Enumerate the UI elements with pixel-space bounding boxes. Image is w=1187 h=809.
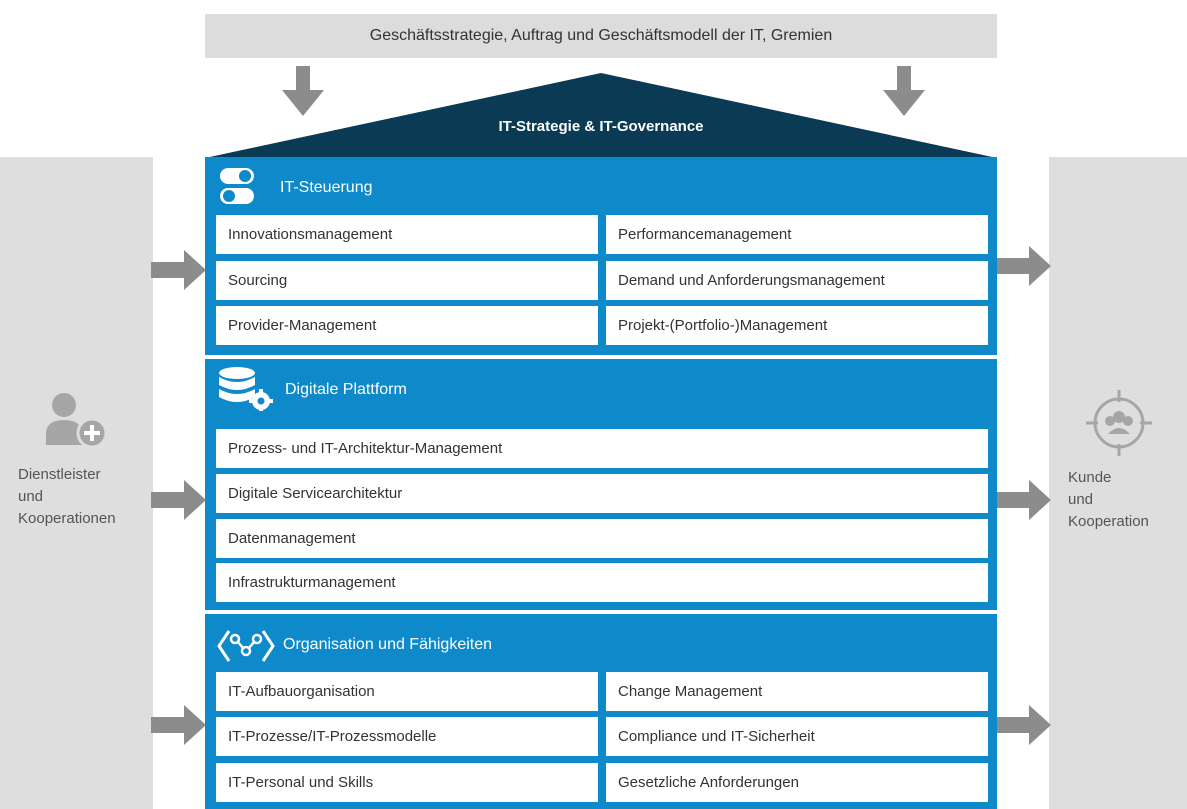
person-add-icon: [46, 393, 108, 449]
business-strategy-label: Geschäftsstrategie, Auftrag und Geschäft…: [369, 27, 833, 44]
list-item: Digitale Servicearchitektur: [216, 474, 988, 513]
list-item: IT-Aufbauorganisation: [216, 672, 598, 711]
list-item: Provider-Management: [216, 306, 598, 345]
list-item: Datenmanagement: [216, 519, 988, 558]
list-item: Infrastrukturmanagement: [216, 563, 988, 602]
list-item: Compliance und IT-Sicherheit: [606, 717, 988, 756]
left-panel: Dienstleister und Kooperationen: [0, 157, 153, 809]
right-panel-line: und: [1068, 491, 1094, 508]
left-panel-line: Dienstleister: [18, 466, 101, 483]
section-digitale-plattform: Digitale Plattform Prozess- und IT-Archi…: [205, 359, 997, 610]
list-item: Projekt-(Portfolio-)Management: [606, 306, 988, 345]
down-arrow-icon: [883, 66, 925, 116]
left-panel-line: Kooperationen: [18, 510, 116, 527]
list-item: Gesetzliche Anforderungen: [606, 763, 988, 802]
right-arrow-icon: [996, 705, 1051, 745]
right-panel-line: Kooperation: [1068, 513, 1149, 530]
toggle-icon: [220, 168, 254, 204]
left-panel-label: Dienstleister und Kooperationen: [18, 464, 116, 530]
left-panel-line: und: [18, 488, 44, 505]
section-title: IT-Steuerung: [280, 179, 373, 196]
right-arrow-icon: [151, 705, 206, 745]
governance-label: IT-Strategie & IT-Governance: [498, 118, 704, 135]
right-arrow-icon: [996, 480, 1051, 520]
section-it-steuerung: IT-Steuerung Innovationsmanagement Sourc…: [205, 157, 997, 355]
list-item: Sourcing: [216, 261, 598, 300]
list-item: IT-Personal und Skills: [216, 763, 598, 802]
right-arrow-icon: [151, 250, 206, 290]
right-panel-label: Kunde und Kooperation: [1068, 467, 1149, 533]
section-title: Organisation und Fähigkeiten: [283, 636, 493, 653]
list-item: Innovationsmanagement: [216, 215, 598, 254]
business-strategy-bar: Geschäftsstrategie, Auftrag und Geschäft…: [205, 14, 997, 58]
right-panel-line: Kunde: [1068, 469, 1112, 486]
group-target-icon: [1086, 390, 1152, 456]
right-panel: Kunde und Kooperation: [1049, 157, 1187, 809]
list-item: Performancemanagement: [606, 215, 988, 254]
list-item: Prozess- und IT-Architektur-Management: [216, 429, 988, 468]
database-gear-icon: [219, 367, 273, 411]
right-arrow-icon: [151, 480, 206, 520]
list-item: IT-Prozesse/IT-Prozessmodelle: [216, 717, 598, 756]
network-icon: [217, 630, 275, 662]
list-item: Demand und Anforderungsmanagement: [606, 261, 988, 300]
list-item: Change Management: [606, 672, 988, 711]
governance-roof: [205, 73, 997, 158]
down-arrow-icon: [282, 66, 324, 116]
section-organisation: Organisation und Fähigkeiten IT-Aufbauor…: [205, 614, 997, 809]
section-title: Digitale Plattform: [285, 381, 407, 398]
right-arrow-icon: [996, 246, 1051, 286]
